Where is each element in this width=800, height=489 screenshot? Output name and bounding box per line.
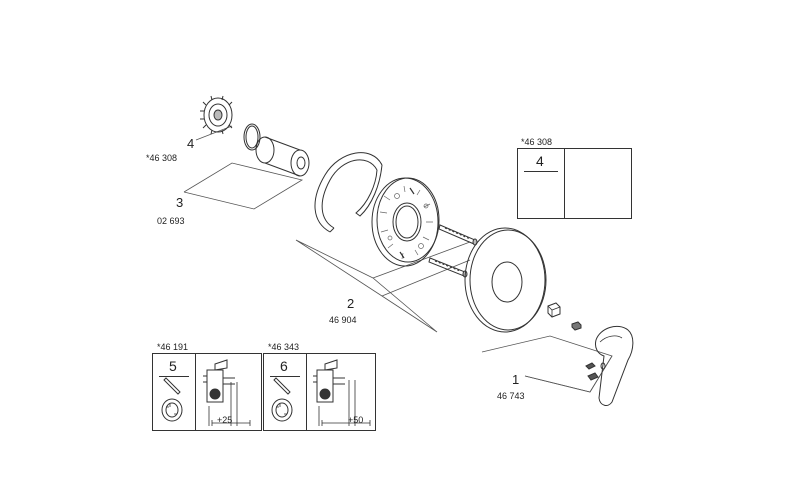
- callout-4-position: 4: [536, 153, 544, 169]
- leader-lines: [183, 125, 613, 393]
- part-1-position: 1: [512, 372, 520, 387]
- callout-5-position: 5: [169, 358, 177, 374]
- part-2-code: 46 904: [329, 315, 357, 325]
- mounting-screws: [428, 224, 478, 278]
- callout-6-dimension: +50: [348, 415, 364, 425]
- callout-6-drawing: [271, 359, 371, 426]
- callout-4-rule: [524, 171, 558, 172]
- retaining-clip: [314, 152, 383, 233]
- part-1-code: 46 743: [497, 391, 525, 401]
- callout-box-5: 5 +25: [152, 353, 262, 431]
- cartridge-part-4: [200, 95, 233, 135]
- callout-6-rule: [270, 376, 300, 377]
- callout-5-rule: [159, 376, 189, 377]
- callout-box-6: 6 +50: [263, 353, 376, 431]
- callout-5-divider: [195, 354, 196, 430]
- callout-4-divider: [564, 149, 565, 218]
- callout-4-code: *46 308: [521, 137, 553, 147]
- callout-5-code: *46 191: [157, 342, 189, 352]
- part-4-code: *46 308: [146, 153, 178, 163]
- callout-box-4: 4: [517, 148, 632, 219]
- adaptor-piece: [547, 302, 582, 331]
- escutcheon-part-1: [464, 227, 547, 333]
- callout-5-drawing: [161, 359, 251, 426]
- callout-6-divider: [306, 354, 307, 430]
- part-3-code: 02 693: [157, 216, 185, 226]
- part-2-position: 2: [347, 296, 355, 311]
- callout-6-code: *46 343: [268, 342, 300, 352]
- callout-5-dimension: +25: [217, 415, 233, 425]
- part-4-position: 4: [187, 136, 195, 151]
- mounting-plate-part-2: [371, 177, 440, 267]
- callout-6-position: 6: [280, 358, 288, 374]
- part-3-position: 3: [176, 195, 184, 210]
- lever-handle: [585, 325, 634, 406]
- sleeve-part-3: [255, 136, 310, 177]
- o-ring: [243, 123, 261, 151]
